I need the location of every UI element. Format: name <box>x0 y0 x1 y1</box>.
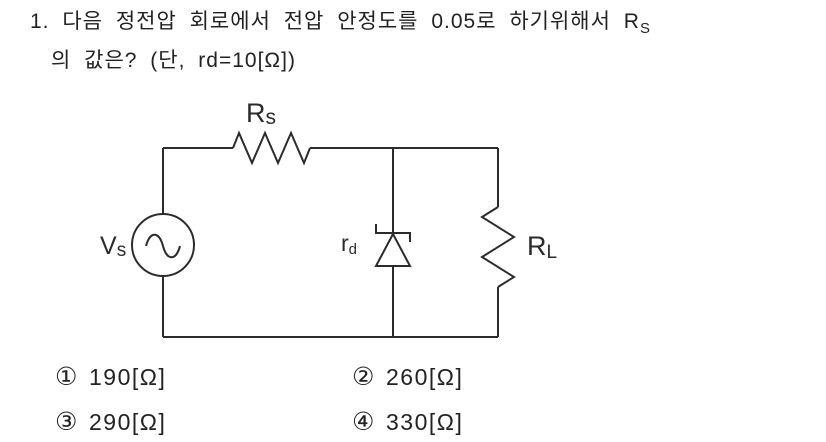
rs-label-main: R <box>246 98 266 128</box>
rs-label: Rs <box>246 98 276 129</box>
vs-label: Vs <box>100 232 126 261</box>
question-text: 1. 다음 정전압 회로에서 전압 안정도를 0.05로 하기위해서 RS 의 … <box>30 6 650 77</box>
vs-label-main: V <box>100 232 117 260</box>
rl-label-main: R <box>527 231 547 261</box>
question-line-1: 1. 다음 정전압 회로에서 전압 안정도를 0.05로 하기위해서 RS <box>30 6 650 45</box>
zener-diode-triangle <box>374 231 412 267</box>
question-line-1-text: 1. 다음 정전압 회로에서 전압 안정도를 0.05로 하기위해서 R <box>30 10 640 33</box>
option-3-marker: ③ <box>55 408 78 436</box>
option-1: ① 190[Ω] <box>55 362 352 392</box>
zener-diode-cathode-bar <box>375 224 411 242</box>
option-4-marker: ④ <box>352 408 375 436</box>
rs-resistor-symbol <box>232 130 311 166</box>
option-4: ④ 330[Ω] <box>352 407 463 437</box>
answer-options: ① 190[Ω] ② 260[Ω] ③ 290[Ω] ④ 330[Ω] <box>55 362 463 437</box>
option-2: ② 260[Ω] <box>352 362 463 392</box>
rl-label: RL <box>527 231 557 263</box>
question-line-2: 의 값은? (단, rd=10[Ω]) <box>51 49 296 73</box>
option-4-value: 330[Ω] <box>386 408 464 435</box>
rl-label-sub: L <box>547 242 558 263</box>
option-1-value: 190[Ω] <box>89 363 167 390</box>
rd-label: rd <box>341 230 357 258</box>
option-1-marker: ① <box>55 363 78 391</box>
vs-label-sub: s <box>117 240 127 261</box>
option-2-marker: ② <box>352 363 375 391</box>
ac-source-sine-wave <box>145 233 181 259</box>
option-2-value: 260[Ω] <box>386 363 464 390</box>
rd-label-sub: d <box>349 241 357 258</box>
rl-resistor-symbol <box>480 206 516 288</box>
question-rs-subscript: S <box>639 20 650 38</box>
rd-label-main: r <box>341 230 349 256</box>
option-3-value: 290[Ω] <box>89 408 167 435</box>
rs-label-sub: s <box>266 106 277 129</box>
option-3: ③ 290[Ω] <box>55 407 352 437</box>
